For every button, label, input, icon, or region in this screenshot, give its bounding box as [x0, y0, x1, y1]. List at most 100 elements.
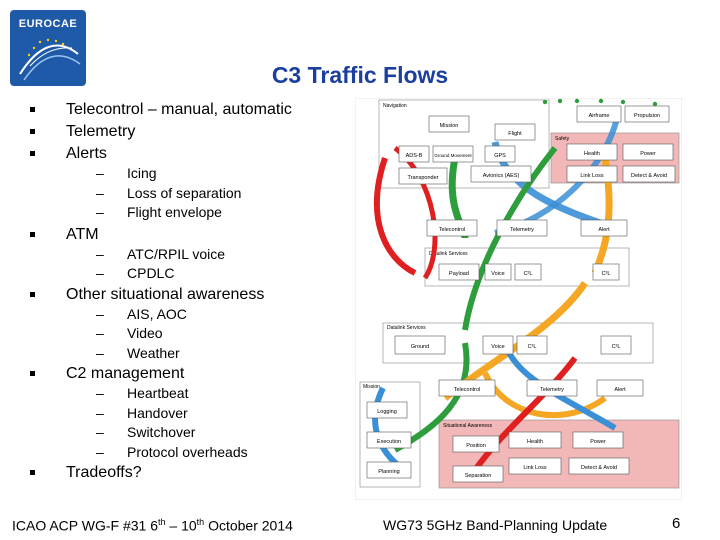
traffic-flow-diagram: Navigation Safety Datalink Services Data… — [355, 98, 682, 500]
bullet-item: Other situational awareness — [30, 285, 350, 305]
box-detect-avoid-top: Detect & Avoid — [631, 173, 667, 179]
box-voice-bottom: Voice — [491, 344, 504, 350]
section-label: Navigation — [383, 103, 407, 109]
box-gps: GPS — [494, 153, 506, 159]
box-ads-b: ADS-B — [406, 153, 423, 159]
footer-title: WG73 5GHz Band-Planning Update — [383, 517, 608, 533]
box-airframe: Airframe — [589, 113, 610, 119]
bullet-item: Alerts — [30, 144, 350, 164]
dash-icon: – — [96, 305, 104, 322]
box-alert-bottom: Alert — [614, 387, 626, 393]
box-transponder: Transponder — [408, 175, 439, 181]
box-separation: Separation — [465, 473, 492, 479]
box-voice-top: Voice — [491, 271, 504, 277]
sub-item: –Protocol overheads — [30, 443, 350, 463]
dash-icon: – — [96, 424, 104, 440]
box-link-loss-bottom: Link Loss — [523, 465, 546, 471]
section-label: Situational Awareness — [443, 423, 493, 429]
sub-item: –AIS, AOC — [30, 305, 350, 325]
bullet-square-icon — [30, 291, 35, 297]
box-detect-avoid-bottom: Detect & Avoid — [581, 465, 617, 471]
box-alert-top: Alert — [598, 227, 610, 233]
bullet-item: Tradeoffs? — [30, 463, 350, 483]
box-c2-top: C²L — [524, 271, 533, 277]
dash-icon: – — [96, 443, 104, 460]
box-mission-top: Mission — [440, 123, 459, 129]
box-power-top: Power — [640, 151, 656, 157]
dash-icon: – — [96, 265, 104, 281]
box-link-loss-top: Link Loss — [580, 173, 603, 179]
box-avionics: Avionics (AES) — [483, 173, 520, 179]
bullet-item: Telemetry — [30, 122, 350, 142]
box-ground: Ground — [411, 344, 429, 350]
dash-icon: – — [96, 184, 104, 201]
eurocae-logo: EUROCAE — [10, 10, 86, 86]
bullet-square-icon — [30, 107, 35, 112]
box-ground-movement: Ground Movement — [434, 153, 472, 158]
section-label: Safety — [555, 136, 570, 142]
bullet-label: ATM — [66, 225, 99, 243]
sub-list: –Icing –Loss of separation –Flight envel… — [30, 164, 350, 223]
sub-item: –CPDLC — [30, 264, 350, 284]
bullet-label: Telecontrol – manual, automatic — [66, 101, 292, 118]
dash-icon: – — [96, 204, 104, 220]
box-logging: Logging — [377, 409, 397, 415]
box-flight: Flight — [508, 131, 522, 137]
sub-item: –Icing — [30, 164, 350, 184]
box-propulsion: Propulsion — [634, 113, 660, 119]
section-label: Datalink Services — [387, 325, 426, 331]
bullet-item: ATM — [30, 225, 350, 245]
sub-item: –Handover — [30, 404, 350, 424]
logo-swoosh — [19, 38, 81, 81]
sub-list: –ATC/RPIL voice –CPDLC — [30, 245, 350, 284]
bullet-item: C2 management — [30, 364, 350, 384]
bullet-label: Alerts — [66, 145, 107, 162]
box-telecontrol-top: Telecontrol — [439, 227, 466, 233]
sub-item: –Loss of separation — [30, 184, 350, 204]
sub-list: –AIS, AOC –Video –Weather — [30, 305, 350, 364]
bullet-label: Other situational awareness — [66, 285, 265, 303]
bullet-square-icon — [30, 129, 35, 134]
slide-title: C3 Traffic Flows — [271, 62, 449, 88]
section-label: Datalink Services — [429, 251, 468, 257]
box-planning: Planning — [378, 469, 399, 475]
page-number: 6 — [672, 515, 681, 532]
box-execution: Execution — [377, 439, 401, 445]
box-c3-top: C³L — [602, 271, 611, 277]
box-telemetry-top: Telemetry — [510, 227, 534, 233]
dash-icon: – — [96, 245, 104, 262]
bullet-item: Telecontrol – manual, automatic — [30, 100, 350, 120]
bullet-list: Telecontrol – manual, automatic Telemetr… — [30, 100, 350, 483]
dash-icon: – — [96, 325, 104, 341]
sub-item: –Weather — [30, 344, 350, 364]
dash-icon: – — [96, 385, 104, 401]
dash-icon: – — [96, 165, 104, 181]
bullet-label: Tradeoffs? — [66, 464, 142, 481]
box-payload: Payload — [449, 271, 469, 277]
box-telecontrol-bottom: Telecontrol — [454, 387, 481, 393]
bullet-label: C2 management — [66, 365, 185, 382]
box-c2-bottom: C²L — [528, 344, 537, 350]
logo-text: EUROCAE — [18, 18, 78, 30]
sub-item: –Flight envelope — [30, 203, 350, 223]
sub-item: –ATC/RPIL voice — [30, 245, 350, 265]
box-health-bottom: Health — [527, 439, 543, 445]
sub-item: –Heartbeat — [30, 384, 350, 404]
box-power-bottom: Power — [590, 439, 606, 445]
sub-list: –Heartbeat –Handover –Switchover –Protoc… — [30, 384, 350, 462]
bullet-square-icon — [30, 231, 35, 237]
sub-item: –Switchover — [30, 423, 350, 443]
bullet-square-icon — [30, 151, 35, 156]
box-position: Position — [466, 443, 486, 449]
bullet-square-icon — [30, 371, 35, 376]
sub-item: –Video — [30, 324, 350, 344]
box-telemetry-bottom: Telemetry — [540, 387, 564, 393]
bullet-square-icon — [30, 470, 35, 475]
dash-icon: – — [96, 344, 104, 361]
box-c3-bottom: C³L — [612, 344, 621, 350]
footer-meeting: ICAO ACP WG-F #31 6th – 10th October 201… — [12, 517, 293, 534]
bullet-label: Telemetry — [66, 123, 136, 140]
dash-icon: – — [96, 404, 104, 421]
section-label: Mission — [363, 384, 380, 390]
box-health-top: Health — [584, 151, 600, 157]
